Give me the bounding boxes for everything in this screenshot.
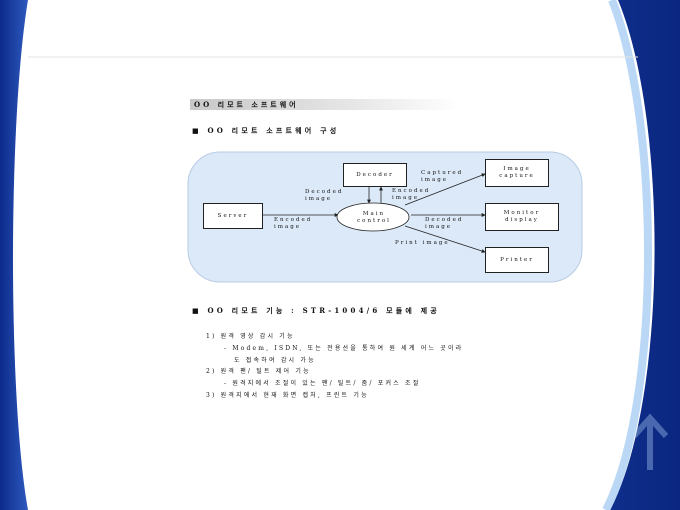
item-1-detail-cont: 도 접속하여 감시 가능 bbox=[234, 357, 316, 364]
diagram-graphics bbox=[187, 151, 583, 283]
label-encoded-image-top: Encoded image bbox=[392, 188, 431, 201]
item-1-detail: - Modem, ISDN, 또는 전용선을 통하여 원 세계 어느 곳이라 bbox=[224, 345, 464, 352]
item-2-detail: - 원격지에서 조절이 있는 팬/ 틸트/ 줌/ 포커스 조절 bbox=[224, 380, 421, 387]
label-decoded-image-top: Decoded image bbox=[305, 189, 344, 202]
section1-heading: ■ OO 리모트 소프트웨어 구성 bbox=[192, 126, 340, 135]
item-2: 2) 원격 팬/ 틸트 제어 기능 bbox=[206, 368, 311, 375]
system-diagram: Server Decoder Main control Image captur… bbox=[187, 151, 583, 283]
slide-title: OO 리모트 소프트웨어 bbox=[194, 100, 299, 109]
up-arrow-icon bbox=[631, 413, 669, 470]
item-3: 3) 원격지에서 현재 화면 캡처, 프린트 기능 bbox=[206, 392, 369, 399]
slide-title-bar: OO 리모트 소프트웨어 bbox=[190, 99, 460, 110]
image-capture-box: Image capture bbox=[485, 159, 549, 187]
label-decoded-image-right: Decoded image bbox=[425, 217, 464, 230]
item-1: 1) 원격 영상 감시 기능 bbox=[206, 333, 295, 340]
label-print-image: Print image bbox=[395, 240, 450, 246]
decoder-box: Decoder bbox=[343, 163, 407, 187]
server-box: Server bbox=[203, 203, 263, 229]
section2-heading: ■ OO 리모트 기능 : STR-1004/6 모듈에 제공 bbox=[192, 306, 440, 315]
label-encoded-image-left: Encoded image bbox=[274, 217, 313, 230]
main-control-label: Main control bbox=[357, 211, 391, 224]
monitor-display-box: Monitor display bbox=[485, 203, 559, 231]
label-captured-image: Captured image bbox=[421, 170, 464, 183]
printer-box: Printer bbox=[485, 247, 549, 273]
